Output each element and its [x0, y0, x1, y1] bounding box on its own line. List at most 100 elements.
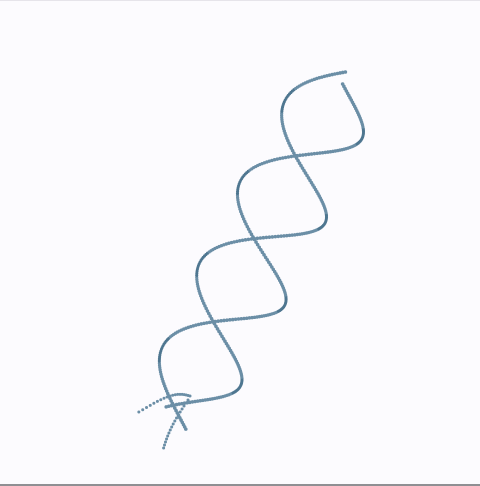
- helix-dot: [255, 242, 260, 247]
- helix-dot: [228, 318, 232, 322]
- helix-dot: [292, 154, 296, 158]
- helix-dot: [309, 152, 314, 156]
- helix-dot: [264, 235, 269, 240]
- helix-dot: [245, 316, 249, 320]
- helix-dot: [237, 239, 242, 243]
- helix-dot: [258, 236, 263, 240]
- helix-dot: [270, 235, 275, 239]
- helix-dot: [287, 233, 292, 238]
- tail-dot: [178, 410, 182, 414]
- helix-dot: [279, 234, 283, 238]
- helix-dot: [315, 151, 319, 156]
- tail-dot: [170, 425, 174, 429]
- tail-dot: [168, 394, 172, 398]
- tail-dot: [159, 398, 163, 402]
- helix-dot: [180, 401, 184, 406]
- helix-dot: [276, 234, 281, 239]
- tail-dot: [155, 399, 159, 403]
- helix-dot: [216, 319, 221, 323]
- helix-dot: [275, 157, 279, 161]
- tail-dot: [184, 401, 188, 405]
- helix-dot: [280, 156, 285, 160]
- tail-dot: [175, 416, 179, 420]
- tail-dot: [166, 434, 170, 438]
- helix-dot: [286, 155, 291, 159]
- helix-dot: [254, 240, 258, 244]
- helix-dot: [272, 158, 277, 162]
- helix-dot: [318, 151, 322, 155]
- tail-dot: [173, 419, 177, 423]
- helix-dot: [204, 321, 209, 325]
- tail-dot: [162, 446, 166, 450]
- helix-dot: [293, 233, 297, 237]
- helix-dot: [267, 235, 272, 239]
- helix-dot: [252, 237, 257, 242]
- tail-dot: [178, 392, 182, 396]
- helix-dot: [210, 320, 215, 324]
- helix-dot: [283, 155, 288, 160]
- helix-dot: [261, 235, 266, 240]
- helix-dot: [278, 156, 282, 161]
- helix-dot: [255, 236, 260, 241]
- helix-dot: [239, 316, 244, 321]
- helix-dot: [301, 153, 305, 157]
- tail-dot: [165, 395, 169, 399]
- helix-dot: [227, 241, 231, 245]
- helix-dot: [177, 402, 181, 406]
- helix-dot: [257, 245, 262, 250]
- helix-dot: [193, 399, 197, 404]
- tail-dot: [180, 392, 184, 396]
- tail-dot: [141, 408, 145, 412]
- helix-dot: [222, 318, 226, 323]
- helix-dot: [207, 320, 212, 325]
- helix-dot: [236, 317, 241, 321]
- helix-dot: [251, 235, 255, 239]
- tail-dot: [171, 393, 175, 397]
- helix-dot: [295, 153, 299, 158]
- tail-dot: [145, 405, 149, 409]
- helix-dot: [282, 234, 286, 238]
- tail-dot: [163, 440, 167, 444]
- tail-dot: [165, 437, 169, 441]
- helix-dot: [343, 70, 348, 74]
- helix-dot: [188, 400, 192, 405]
- helix-dot: [199, 322, 204, 326]
- helix-dot: [298, 153, 302, 158]
- helix-dot: [273, 234, 278, 239]
- tail-dot: [163, 443, 167, 447]
- helix-dot: [242, 316, 246, 321]
- helix-dot: [289, 154, 294, 159]
- helix-dot: [270, 158, 274, 163]
- tail-dot: [167, 431, 171, 435]
- helix-dot: [230, 317, 235, 322]
- helix-dot: [243, 238, 248, 242]
- tail-dot: [180, 407, 184, 411]
- helix-dot: [250, 315, 254, 320]
- bottom-border: [0, 484, 480, 486]
- helix-dot: [333, 72, 337, 76]
- top-border: [0, 0, 480, 1]
- tail-dot: [152, 401, 156, 405]
- helix-dot: [229, 240, 234, 245]
- helix-dot: [320, 150, 325, 155]
- tail-dot: [148, 403, 152, 407]
- tail-dot: [168, 428, 172, 432]
- tail-dot: [137, 410, 141, 414]
- helix-dot: [247, 316, 252, 320]
- helix-dot: [249, 232, 254, 237]
- helix-dot: [232, 240, 236, 244]
- helix-dot: [194, 323, 198, 327]
- helix-dot: [233, 317, 238, 322]
- helix-dot: [225, 318, 229, 322]
- helix-dot: [190, 400, 195, 404]
- tail-dot: [176, 392, 180, 396]
- helix-dot: [235, 239, 239, 244]
- helix-dot: [323, 150, 328, 155]
- tail-dot: [162, 396, 166, 400]
- helix-dot: [219, 319, 223, 323]
- helix-dot: [196, 322, 201, 327]
- helix-dot: [290, 233, 294, 237]
- helix-dot: [246, 237, 251, 242]
- tail-dot: [171, 422, 175, 426]
- tail-dot: [173, 393, 177, 397]
